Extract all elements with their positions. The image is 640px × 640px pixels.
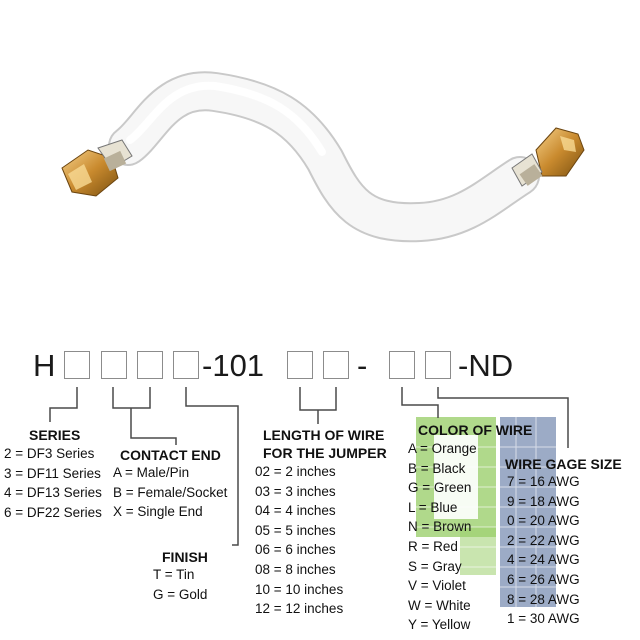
length-item: 08 = 8 inches [255,561,336,577]
color-item: S = Gray [408,558,462,574]
length-code-box-1 [287,351,313,379]
length-item: 04 = 4 inches [255,503,336,519]
gage-item: 9 = 18 AWG [507,493,580,509]
contact-end-list: A = Male/Pin B = Female/Socket X = Singl… [113,463,227,522]
length-item: 06 = 6 inches [255,542,336,558]
gage-item: 0 = 20 AWG [507,513,580,529]
color-item: Y = Yellow [408,617,471,633]
contact-end-code-box-2 [137,351,163,379]
part-number-prefix: H [33,348,56,383]
contact-end-item: B = Female/Socket [113,484,228,500]
gage-code-box [425,351,451,379]
series-item: 3 = DF11 Series [4,465,101,481]
color-item: B = Black [408,460,466,476]
color-item: R = Red [408,538,458,554]
color-item: N = Brown [408,519,472,535]
wire-gage-list: 7 = 16 AWG 9 = 18 AWG 0 = 20 AWG 2 = 22 … [507,472,580,629]
contact-end-item: X = Single End [113,504,203,520]
series-item: 4 = DF13 Series [4,485,102,501]
gage-item: 1 = 30 AWG [507,611,580,627]
series-leader [49,387,78,422]
finish-leader [185,387,239,546]
length-item: 03 = 3 inches [255,483,336,499]
gage-item: 2 = 22 AWG [507,532,580,548]
wire-gage-title: WIRE GAGE SIZE [505,456,622,472]
series-list: 2 = DF3 Series 3 = DF11 Series 4 = DF13 … [4,444,102,522]
gage-leader [437,387,569,448]
contact-end-code-box-1 [101,351,127,379]
finish-item: G = Gold [153,586,208,602]
contact-end-title: CONTACT END [120,447,221,463]
length-list: 02 = 2 inches 03 = 3 inches 04 = 4 inche… [255,462,343,619]
length-code-box-2 [323,351,349,379]
color-of-wire-title: COLOR OF WIRE [418,422,533,438]
finish-title: FINISH [162,549,208,565]
series-item: 6 = DF22 Series [4,504,102,520]
color-item: A = Orange [408,441,477,456]
length-item: 10 = 10 inches [255,581,344,597]
left-crimp-contact [61,139,133,197]
contact-end-leader [112,387,177,445]
length-item: 05 = 5 inches [255,522,336,538]
length-title-line1: LENGTH OF WIRE [263,427,385,443]
right-crimp-contact [511,127,585,187]
gage-item: 4 = 24 AWG [507,552,580,568]
color-of-wire-list: A = Orange B = Black G = Green L = Blue … [408,439,477,635]
length-item: 02 = 2 inches [255,464,336,479]
color-code-box [389,351,415,379]
series-title: SERIES [29,427,81,443]
color-item: L = Blue [408,499,458,515]
part-number-mid: -101 [202,348,265,383]
contact-end-item: A = Male/Pin [113,465,190,480]
color-item: V = Violet [408,578,466,594]
length-item: 12 = 12 inches [255,601,344,617]
color-leader [401,387,439,418]
series-code-box [64,351,90,379]
gage-item: 8 = 28 AWG [507,591,580,607]
length-title-line2: FOR THE JUMPER [263,445,387,461]
finish-list: T = Tin G = Gold [153,565,207,604]
gage-item: 6 = 26 AWG [507,571,580,587]
logo-watermark [416,417,556,607]
gage-item: 7 = 16 AWG [507,474,580,489]
series-item: 2 = DF3 Series [4,446,95,461]
color-item: W = White [408,597,471,613]
jumper-wire-photo [61,71,585,243]
part-number-suffix: -ND [458,348,514,383]
finish-code-box [173,351,199,379]
color-item: G = Green [408,480,472,496]
part-number-dash: - [357,348,368,383]
length-leader [299,387,337,424]
finish-item: T = Tin [153,567,195,582]
